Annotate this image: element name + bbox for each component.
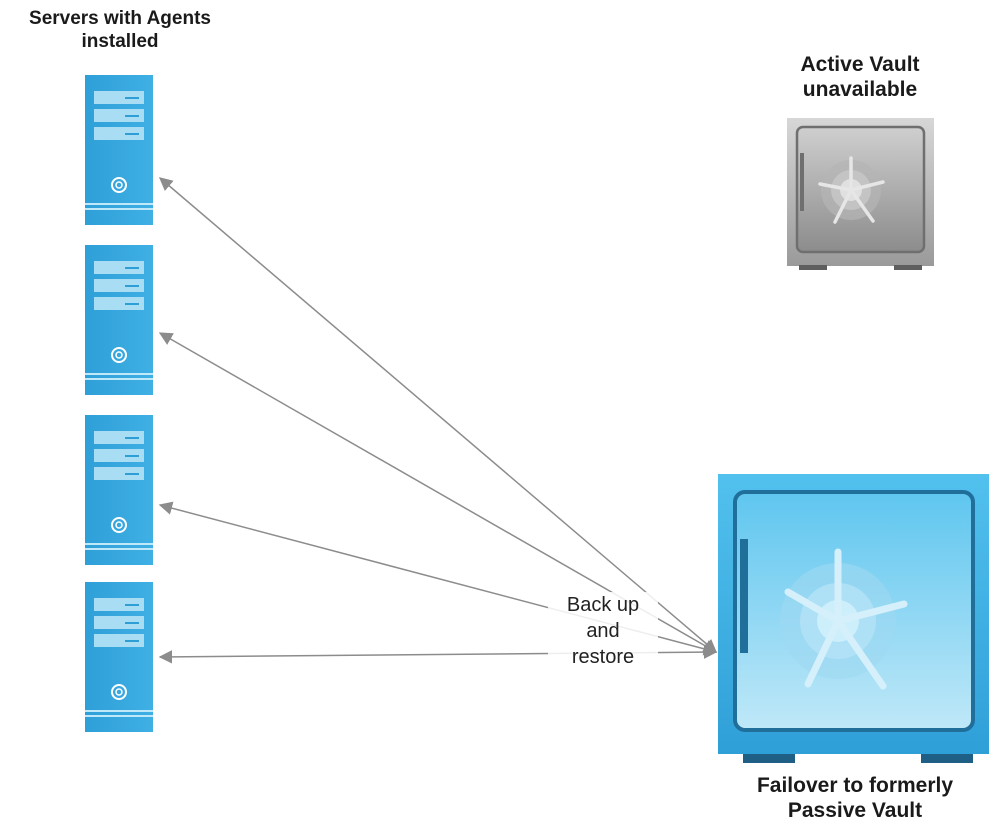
flow-label-line3: restore [571, 646, 635, 668]
active-vault-title: Active Vault unavailable [760, 52, 960, 102]
passive-vault-title-line2: Passive Vault [787, 799, 923, 823]
servers-title: Servers with Agents installed [0, 8, 240, 54]
server-icon-1 [85, 75, 153, 225]
active-vault-title-line2: unavailable [802, 78, 918, 102]
servers-title-line1: Servers with Agents [29, 8, 211, 29]
arrow-to-server-1 [158, 177, 718, 653]
active-vault-title-line1: Active Vault [800, 53, 920, 76]
server-icon-2 [85, 245, 153, 395]
servers-title-line2: installed [81, 30, 159, 52]
active-vault-icon [787, 118, 934, 270]
backup-restore-label: Back up and restore [548, 592, 658, 670]
server-icon-4 [85, 582, 153, 732]
flow-label-line1: Back up [566, 594, 640, 616]
server-icon-3 [85, 415, 153, 565]
flow-label-line2: and [586, 620, 620, 642]
passive-vault-title: Failover to formerly Passive Vault [720, 773, 989, 823]
passive-vault-title-line1: Failover to formerly [756, 774, 954, 797]
passive-vault-icon [718, 474, 989, 763]
